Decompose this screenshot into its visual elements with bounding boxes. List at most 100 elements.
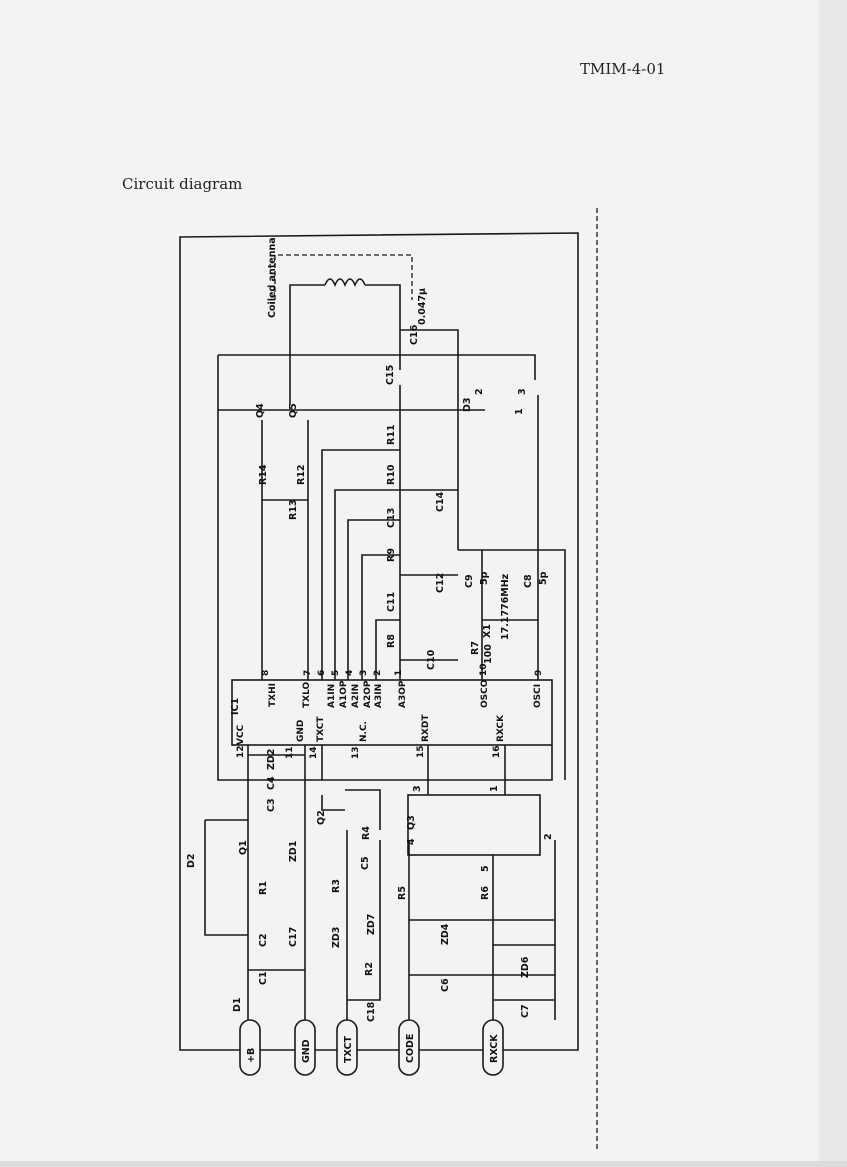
component-label: C16: [409, 324, 420, 345]
component-label: R14: [258, 464, 269, 485]
component-label: 5: [480, 865, 491, 872]
ic-pin-name: TXHI: [268, 683, 278, 707]
component-label: 2: [543, 833, 554, 840]
component-label: C15: [385, 365, 396, 385]
component-label: ZD2: [266, 749, 277, 770]
ic-pin-name: RXDT: [421, 714, 431, 742]
component-label: C17: [288, 927, 299, 947]
ic-name: IC1: [230, 698, 241, 715]
ic-pin-name: A2OP: [363, 680, 373, 708]
component-label: Q5: [288, 403, 299, 418]
document-code: TMIM-4-01: [580, 60, 666, 78]
ic-pin-name: A2IN: [351, 684, 361, 708]
ic-pin-number: 7: [303, 670, 313, 676]
component-label: 17.1776MHz: [500, 573, 511, 640]
component-label: C14: [435, 491, 446, 512]
ic-pin-number: 15: [416, 745, 426, 758]
component-label: C9: [464, 574, 475, 588]
component-label: C12: [435, 573, 446, 593]
component-label: X1: [482, 624, 493, 638]
ic-pin-name: A1IN: [327, 684, 337, 708]
component-label: R13: [288, 499, 299, 520]
connector-label: CODE: [405, 1034, 416, 1063]
component-label: R7: [470, 641, 481, 655]
ic-pin-number: 9: [534, 670, 544, 676]
component-label: Q2: [316, 810, 327, 825]
ic-pin-number: 2: [373, 670, 383, 676]
component-label: R6: [480, 886, 491, 900]
component-label: C18: [366, 1001, 377, 1022]
component-label: 4: [406, 838, 417, 845]
ic-pin-name: A3IN: [374, 684, 384, 708]
component-label: 2: [474, 388, 485, 395]
ic-pin-name: OSCI: [533, 684, 543, 708]
component-label: 1: [514, 408, 525, 415]
component-label: ZD7: [366, 914, 377, 935]
scan-bottom-edge: [0, 1161, 847, 1167]
component-label: Q4: [255, 403, 266, 418]
component-label: R10: [386, 464, 397, 485]
component-label: Q3: [406, 815, 417, 830]
component-label: 1: [489, 785, 500, 792]
component-label: C10: [426, 649, 437, 670]
component-label: D2: [186, 854, 197, 869]
wires: [179, 208, 598, 1150]
ic-pin-number: 6: [317, 670, 327, 676]
component-label: C3: [266, 798, 277, 812]
ic-pin-number: 13: [351, 746, 361, 759]
component-label: D1: [232, 998, 243, 1013]
antenna-label: Coiled antenna: [267, 237, 278, 318]
ic-pin-number: 4: [345, 670, 355, 676]
ic-pin-name: VCC: [236, 724, 246, 745]
ic-pin-name: A1OP: [339, 680, 349, 708]
ic-pin-name: TXCT: [316, 716, 326, 742]
connector-pills: [239, 1019, 504, 1076]
component-label: Q1: [238, 840, 249, 855]
component-label: 5p: [479, 571, 490, 585]
ic-pin-name: RXCK: [496, 714, 506, 742]
ic-pin-name: A3OP: [398, 680, 408, 708]
component-label: D3: [462, 398, 473, 413]
connector-label: +B: [246, 1048, 257, 1063]
ic-pin-name: N.C.: [359, 721, 369, 742]
page-title: Circuit diagram: [122, 175, 243, 193]
component-label: C5: [360, 856, 371, 870]
connector-pill: [239, 1019, 261, 1076]
connector-label: TXCT: [343, 1036, 354, 1063]
component-label: C13: [386, 508, 397, 528]
component-label: R1: [258, 881, 269, 895]
component-label: 3: [412, 785, 423, 792]
component-label: C4: [266, 776, 277, 790]
component-label: R8: [386, 634, 397, 648]
ic-pin-number: 3: [359, 670, 369, 676]
ic-pin-name: OSCO: [480, 679, 490, 708]
connector-label: GND: [301, 1039, 312, 1063]
component-label: C2: [258, 933, 269, 947]
component-label: 5p: [538, 571, 549, 585]
ic-pin-number: 5: [331, 670, 341, 676]
component-label: ZD1: [288, 841, 299, 862]
component-label: 0.047μ: [417, 288, 428, 325]
component-label: C8: [523, 574, 534, 588]
ic-pin-number: 14: [309, 746, 319, 759]
connector-pill: [398, 1019, 420, 1076]
component-label: R12: [296, 464, 307, 485]
component-label: R4: [361, 826, 372, 840]
component-label: R5: [397, 886, 408, 900]
component-label: R2: [364, 962, 375, 976]
ic-pin-number: 16: [492, 745, 502, 758]
component-label: 3: [517, 388, 528, 395]
component-label: C1: [258, 971, 269, 985]
component-label: R11: [386, 424, 397, 445]
component-label: 100: [483, 644, 494, 664]
ic-pin-number: 11: [285, 746, 295, 759]
component-label: C6: [440, 978, 451, 992]
component-label: R3: [331, 879, 342, 893]
connector-label: RXCK: [489, 1034, 500, 1063]
ic-pin-number: 8: [261, 670, 271, 676]
ic-pin-number: 10: [479, 663, 489, 676]
component-label: C11: [386, 592, 397, 612]
ic-pin-name: GND: [296, 720, 306, 742]
